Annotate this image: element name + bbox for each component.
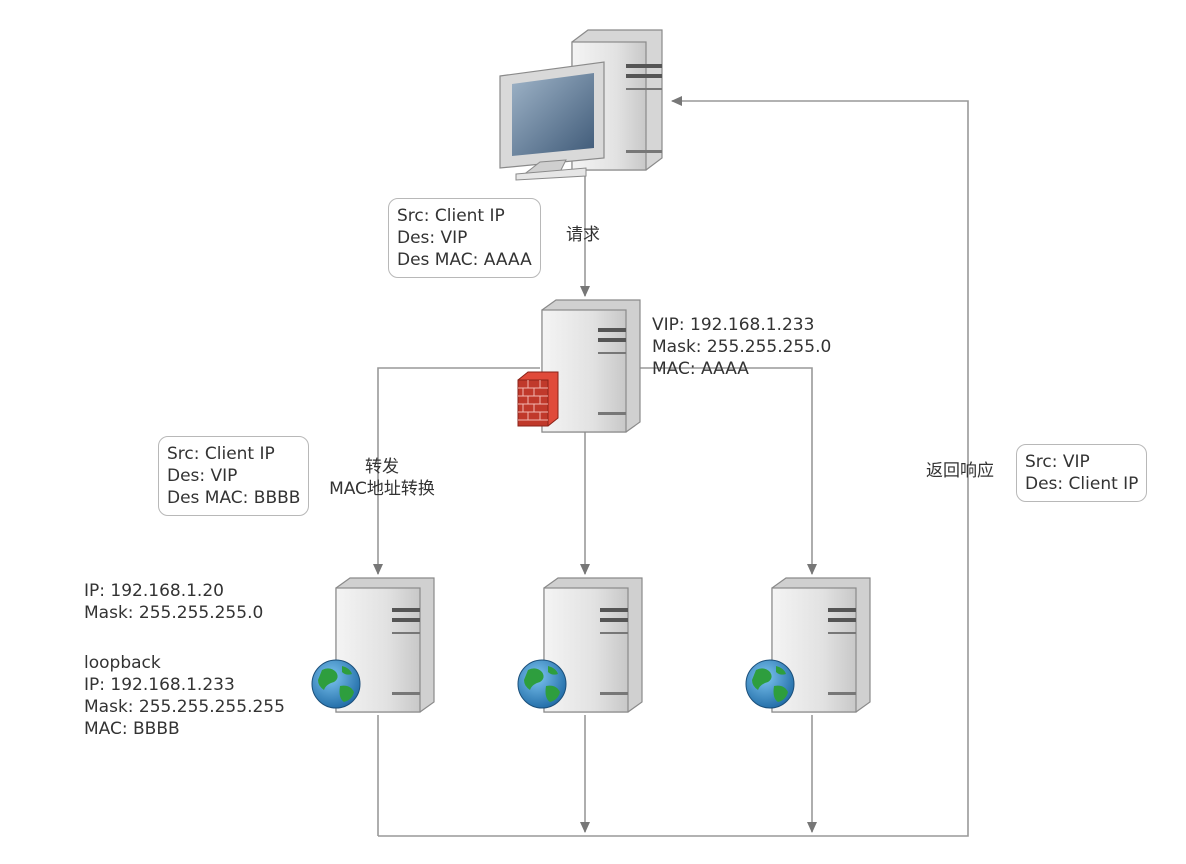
response-src: Src: VIP	[1025, 452, 1090, 472]
request-label: 请求	[566, 225, 600, 245]
firewall-icon	[517, 371, 559, 427]
real-server-info: IP: 192.168.1.20 Mask: 255.255.255.0	[84, 580, 263, 624]
real-server-2-icon	[543, 577, 643, 713]
bottom-return-line	[378, 96, 969, 837]
forward-left-line	[373, 367, 540, 575]
director-mask: Mask: 255.255.255.0	[652, 337, 832, 357]
request-des: Des: VIP	[397, 228, 468, 248]
forward-packet-note: Src: Client IP Des: VIP Des MAC: BBBB	[158, 436, 310, 516]
forward-src: Src: Client IP	[167, 444, 275, 464]
real-server-mask: Mask: 255.255.255.0	[84, 603, 264, 623]
director-vip: VIP: 192.168.1.233	[652, 315, 815, 335]
director-info: VIP: 192.168.1.233 Mask: 255.255.255.0 M…	[652, 314, 831, 380]
request-src: Src: Client IP	[397, 206, 505, 226]
globe-icon	[311, 659, 361, 709]
forward-des-mac: Des MAC: BBBB	[167, 488, 301, 508]
forward-right-line	[630, 367, 817, 575]
globe-icon	[517, 659, 567, 709]
response-label: 返回响应	[926, 461, 994, 481]
loopback-mac: MAC: BBBB	[84, 719, 180, 739]
loopback-ip: IP: 192.168.1.233	[84, 675, 235, 695]
request-des-mac: Des MAC: AAAA	[397, 250, 532, 270]
response-packet-note: Src: VIP Des: Client IP	[1016, 444, 1148, 502]
request-packet-note: Src: Client IP Des: VIP Des MAC: AAAA	[388, 198, 541, 278]
client-computer-icon	[499, 29, 663, 181]
loopback-title: loopback	[84, 653, 161, 673]
real-server-3-icon	[771, 577, 871, 713]
forward-label-line1: 转发	[365, 457, 399, 477]
real-server-ip: IP: 192.168.1.20	[84, 581, 224, 601]
connection-lines	[373, 96, 969, 837]
response-des: Des: Client IP	[1025, 474, 1139, 494]
director-mac: MAC: AAAA	[652, 359, 749, 379]
real-server-1-icon	[335, 577, 435, 713]
loopback-mask: Mask: 255.255.255.255	[84, 697, 285, 717]
forward-label: 转发 MAC地址转换	[312, 456, 452, 500]
forward-des: Des: VIP	[167, 466, 238, 486]
forward-label-line2: MAC地址转换	[329, 479, 435, 499]
globe-icon	[745, 659, 795, 709]
real-server-loopback-info: loopback IP: 192.168.1.233 Mask: 255.255…	[84, 652, 285, 740]
